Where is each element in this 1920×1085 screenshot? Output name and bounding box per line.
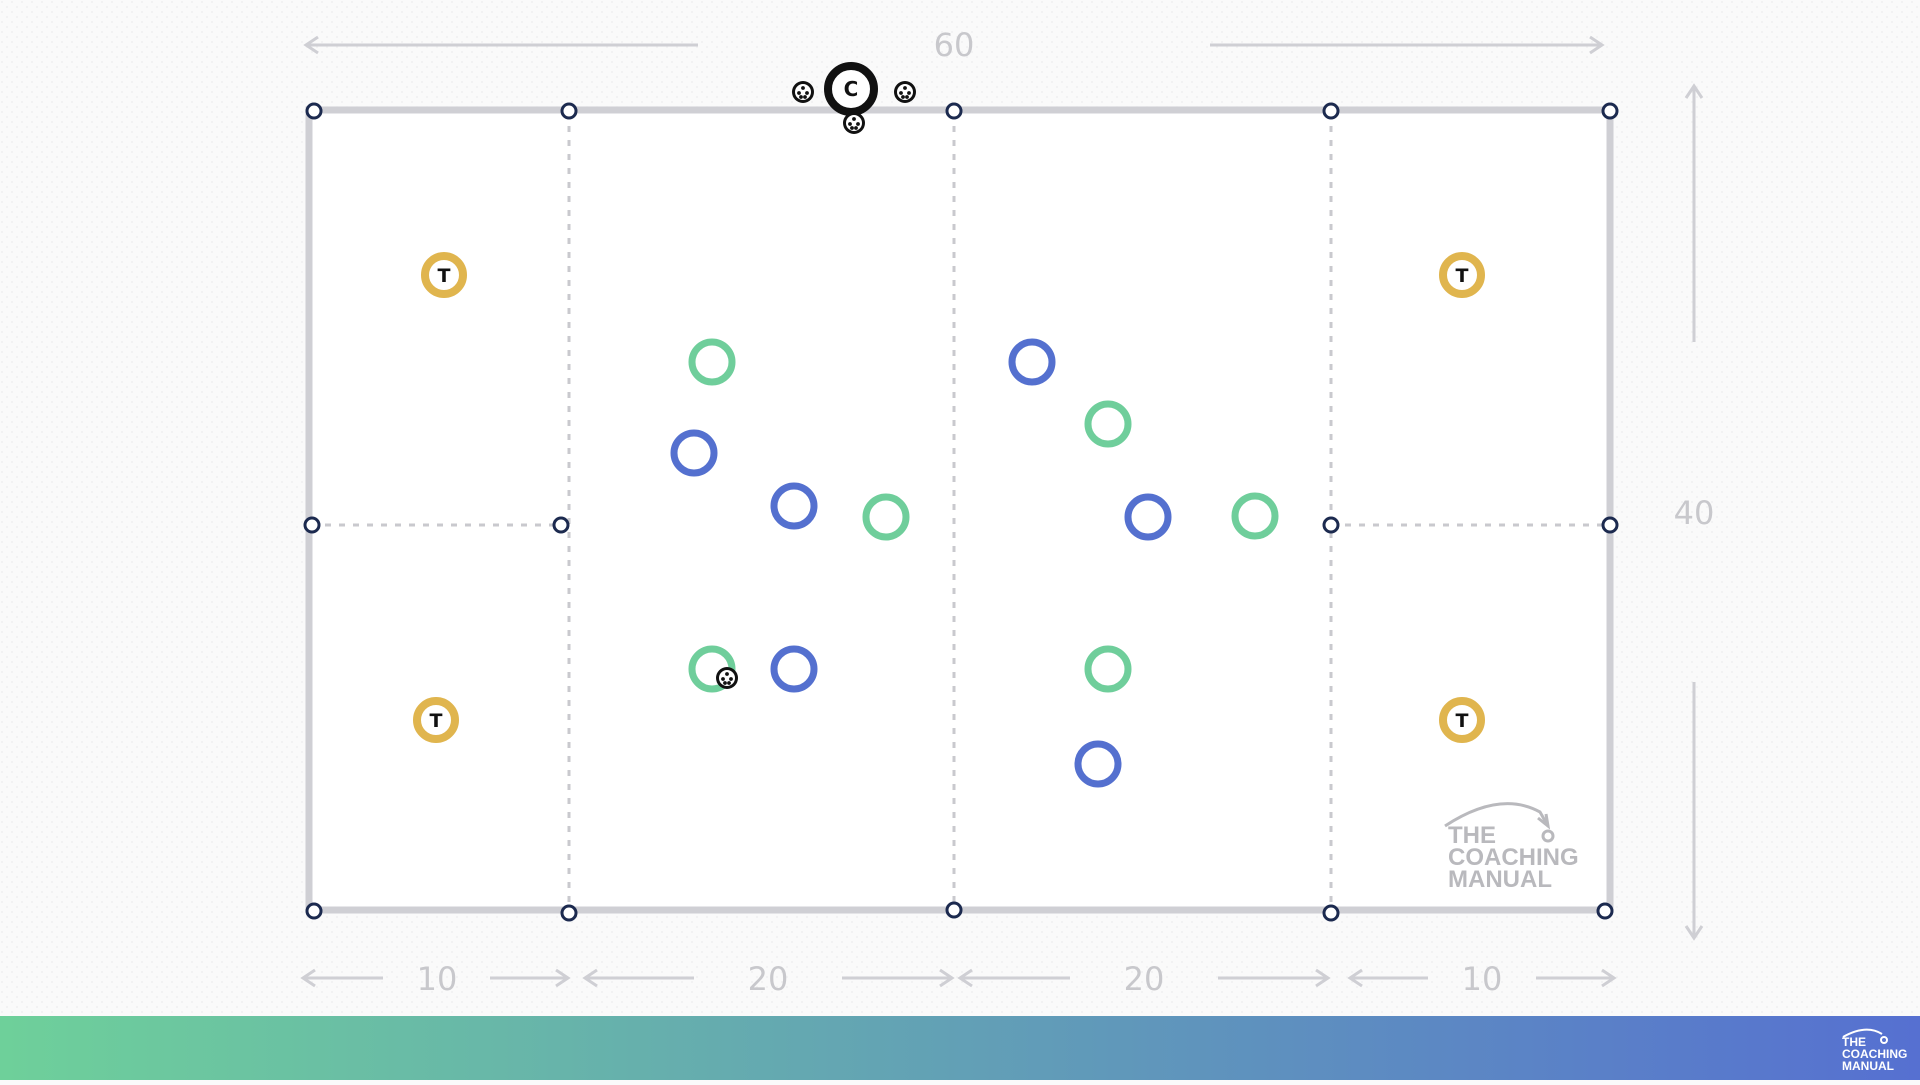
footer-logo-ball-icon	[1880, 1036, 1888, 1044]
dimension-top	[303, 35, 1605, 55]
dimension-bottom-label-3: 20	[1124, 960, 1165, 998]
blue-player-1	[670, 429, 718, 477]
coach-letter: C	[844, 77, 859, 101]
footer-bar	[0, 1016, 1920, 1080]
dimension-right-label: 40	[1674, 494, 1715, 532]
cone-markers	[303, 102, 1619, 922]
cone-3	[945, 102, 963, 120]
green-player-2	[862, 493, 910, 541]
footer-logo-line-3: MANUAL	[1842, 1059, 1894, 1073]
blue-player-2	[770, 482, 818, 530]
cone-2	[560, 102, 578, 120]
dimension-bottom	[300, 968, 1617, 988]
green-player-1	[688, 338, 736, 386]
cone-14	[1596, 902, 1614, 920]
cone-7	[552, 516, 570, 534]
coach: C	[824, 62, 878, 116]
coach-marker	[824, 62, 878, 116]
dimension-bottom-label-2: 20	[748, 960, 789, 998]
blue-player-4	[1124, 493, 1172, 541]
target-player-1: T	[421, 252, 467, 298]
target-ring	[1439, 697, 1485, 743]
field-surface	[309, 110, 1610, 910]
logo-ball-icon	[1541, 829, 1555, 843]
logo-arrow-icon	[1444, 802, 1550, 828]
cone-6	[303, 516, 321, 534]
ball-icon-1	[792, 81, 814, 103]
balls	[716, 81, 916, 689]
target-letter: T	[1456, 710, 1469, 732]
footer-logo: THE COACHING MANUAL	[1842, 1028, 1907, 1073]
target-ring	[413, 697, 459, 743]
dimension-bottom-label-1: 10	[417, 960, 458, 998]
logo-line-1: THE	[1448, 822, 1496, 849]
ball-icon-3	[843, 112, 865, 134]
footer-logo-line-2: COACHING	[1842, 1047, 1907, 1061]
zone-dividers	[311, 112, 1610, 910]
logo-line-3: MANUAL	[1448, 866, 1552, 893]
target-players: T T T T	[413, 252, 1485, 743]
target-player-2: T	[1439, 252, 1485, 298]
blue-player-6	[1074, 740, 1122, 788]
blue-player-5	[770, 645, 818, 693]
target-letter: T	[438, 265, 451, 287]
cone-8	[1322, 516, 1340, 534]
target-letter: T	[1456, 265, 1469, 287]
target-ring	[1439, 252, 1485, 298]
ball-icon-4	[716, 667, 738, 689]
logo-line-2: COACHING	[1448, 844, 1579, 871]
green-player-5	[1084, 645, 1132, 693]
dimension-right	[1684, 83, 1704, 941]
team-players	[670, 338, 1279, 788]
logo-arrowhead-icon	[1537, 813, 1551, 830]
footer-logo-line-1: THE	[1842, 1035, 1866, 1049]
cone-10	[305, 902, 323, 920]
footer-logo-arrow-icon	[1842, 1028, 1883, 1038]
cone-1	[305, 102, 323, 120]
target-player-4: T	[1439, 697, 1485, 743]
cone-4	[1322, 102, 1340, 120]
cone-9	[1601, 516, 1619, 534]
cone-12	[945, 901, 963, 919]
cone-11	[560, 904, 578, 922]
green-player-4	[1231, 492, 1279, 540]
cone-5	[1601, 102, 1619, 120]
dimension-bottom-label-4: 10	[1462, 960, 1503, 998]
ball-icon-2	[894, 81, 916, 103]
target-letter: T	[430, 710, 443, 732]
green-player-3	[1084, 400, 1132, 448]
blue-player-3	[1008, 338, 1056, 386]
cone-13	[1322, 904, 1340, 922]
dimension-top-label: 60	[934, 26, 975, 64]
coaching-manual-logo: THE COACHING MANUAL	[1444, 802, 1579, 893]
target-ring	[421, 252, 467, 298]
target-player-3: T	[413, 697, 459, 743]
